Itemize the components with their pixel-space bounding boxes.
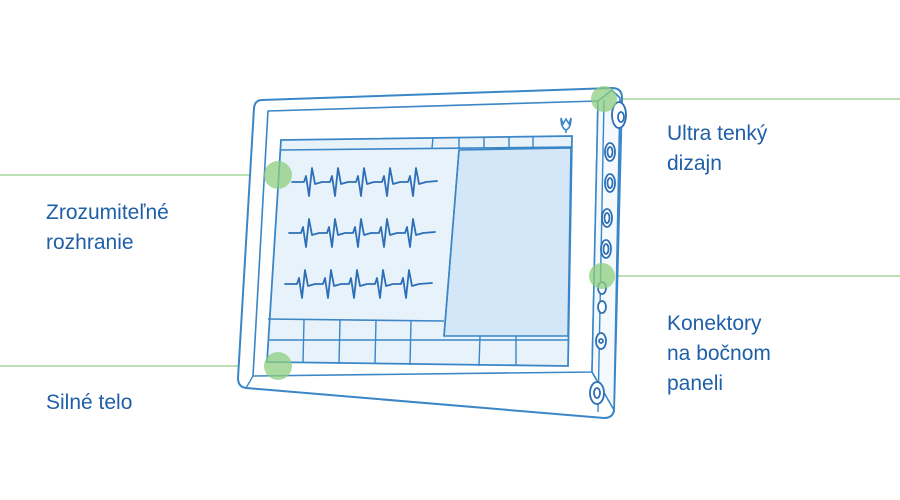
- callout-label-body: Silné telo: [46, 388, 132, 418]
- callout-dot-connectors: [589, 263, 615, 289]
- tulip-logo-icon: [560, 117, 572, 133]
- callout-dot-thin: [591, 86, 617, 112]
- connector-port-icon: [589, 101, 627, 405]
- callout-label-line: paneli: [667, 372, 724, 395]
- callout-label-interface: Zrozumiteľné rozhranie: [46, 198, 169, 258]
- callout-dot-body: [264, 352, 292, 380]
- screen: [266, 135, 573, 367]
- callout-label-line: rozhranie: [46, 231, 134, 254]
- callout-label-thin-design: Ultra tenký dizajn: [667, 119, 767, 179]
- callout-dot-interface: [264, 161, 292, 189]
- callout-label-connectors: Konektory na bočnom paneli: [667, 309, 771, 399]
- callout-label-line: dizajn: [667, 152, 722, 175]
- ecg-waveform-icon: [284, 167, 438, 299]
- callout-label-line: Silné telo: [46, 391, 133, 414]
- callout-label-line: Zrozumiteľné: [46, 201, 169, 224]
- callout-label-line: Ultra tenký: [667, 122, 768, 145]
- callout-label-line: na bočnom: [667, 342, 771, 365]
- callout-label-line: Konektory: [667, 312, 762, 335]
